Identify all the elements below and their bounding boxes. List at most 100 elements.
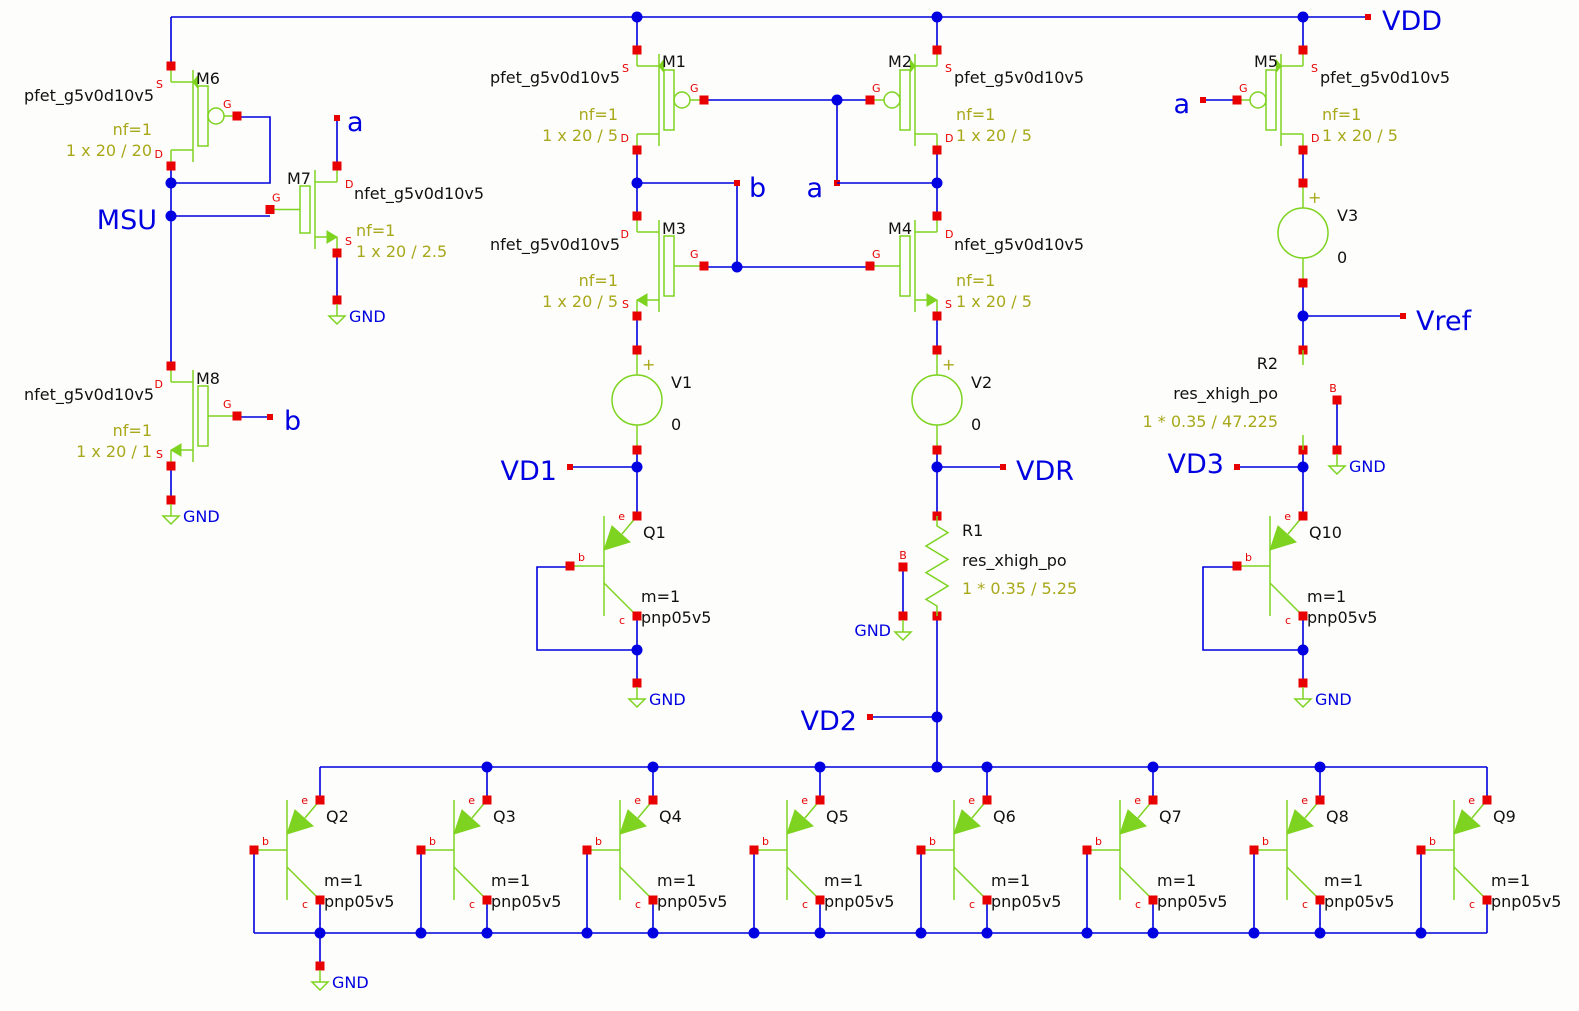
pin-marker[interactable] <box>482 795 492 805</box>
pin-marker[interactable] <box>166 495 176 505</box>
pin-marker[interactable] <box>166 461 176 471</box>
pin-marker[interactable] <box>865 95 875 105</box>
pin-marker[interactable] <box>315 961 325 971</box>
pin-marker[interactable] <box>632 678 642 688</box>
pin-marker[interactable] <box>332 295 342 305</box>
pin-marker[interactable] <box>1234 464 1240 470</box>
pin-marker[interactable] <box>749 845 759 855</box>
pin-marker[interactable] <box>232 111 242 121</box>
pin-marker[interactable] <box>249 845 259 855</box>
pin-marker[interactable] <box>565 561 575 571</box>
pin-marker[interactable] <box>734 180 740 186</box>
pin-marker[interactable] <box>632 511 642 521</box>
pin-marker[interactable] <box>932 345 942 355</box>
pin-marker[interactable] <box>982 895 992 905</box>
pin-marker[interactable] <box>1365 14 1371 20</box>
pin-marker[interactable] <box>898 611 908 621</box>
pin-marker[interactable] <box>582 845 592 855</box>
pin-marker[interactable] <box>815 895 825 905</box>
wire[interactable] <box>171 116 271 184</box>
pin-marker[interactable] <box>332 248 342 258</box>
pin-marker[interactable] <box>1148 895 1158 905</box>
pin-marker[interactable] <box>898 562 908 572</box>
wire[interactable] <box>637 182 738 267</box>
pin-marker[interactable] <box>648 795 658 805</box>
pin-marker[interactable] <box>932 311 942 321</box>
pin-marker[interactable] <box>1315 895 1325 905</box>
pin-marker[interactable] <box>1200 97 1206 103</box>
pin-marker[interactable] <box>482 895 492 905</box>
pin-marker[interactable] <box>916 845 926 855</box>
pin-marker[interactable] <box>315 795 325 805</box>
pin-marker[interactable] <box>1400 313 1406 319</box>
wire[interactable] <box>536 566 637 651</box>
pin-marker[interactable] <box>648 895 658 905</box>
pin-marker[interactable] <box>932 211 942 221</box>
pin-marker[interactable] <box>166 161 176 171</box>
pin-marker[interactable] <box>1332 395 1342 405</box>
pin-marker[interactable] <box>867 714 873 720</box>
pin-marker[interactable] <box>1315 795 1325 805</box>
voltage-source-v1[interactable]: +V10 <box>611 345 692 455</box>
pin-marker[interactable] <box>265 205 275 214</box>
pin-marker[interactable] <box>632 45 642 55</box>
pin-marker[interactable] <box>1000 464 1006 470</box>
pin-marker[interactable] <box>1416 845 1426 855</box>
pin-marker[interactable] <box>982 795 992 805</box>
pin-marker[interactable] <box>1148 795 1158 805</box>
pin-marker[interactable] <box>1298 278 1308 288</box>
pin-marker[interactable] <box>632 611 642 621</box>
pin-marker[interactable] <box>1298 178 1308 188</box>
pin-marker[interactable] <box>232 411 242 421</box>
pin-marker[interactable] <box>334 115 340 121</box>
pin-marker[interactable] <box>865 261 875 271</box>
pin-marker[interactable] <box>632 345 642 355</box>
pin-marker[interactable] <box>166 361 176 371</box>
pin-marker[interactable] <box>1482 895 1492 905</box>
wires[interactable] <box>165 11 1488 967</box>
voltage-source-v2[interactable]: +V20 <box>911 345 992 455</box>
pin-marker[interactable] <box>1332 445 1342 455</box>
pin-marker[interactable] <box>1232 95 1242 105</box>
pin-marker[interactable] <box>267 414 273 420</box>
pin-marker[interactable] <box>632 311 642 321</box>
pin-marker[interactable] <box>332 161 342 171</box>
pin-marker[interactable] <box>315 895 325 905</box>
pin-marker[interactable] <box>1082 845 1092 855</box>
pin-marker[interactable] <box>1232 561 1242 571</box>
pin-marker[interactable] <box>416 845 426 855</box>
pin-marker[interactable] <box>815 795 825 805</box>
pin-marker[interactable] <box>632 211 642 221</box>
pin-marker[interactable] <box>1298 145 1308 155</box>
pin-marker[interactable] <box>1298 678 1308 688</box>
pin-marker[interactable] <box>932 445 942 455</box>
pin-marker[interactable] <box>166 61 176 71</box>
voltage-source-v3[interactable]: +V30 <box>1277 178 1358 288</box>
pin-marker[interactable] <box>1249 845 1259 855</box>
wire[interactable] <box>1202 566 1303 651</box>
pin-marker[interactable] <box>932 145 942 155</box>
pin-marker[interactable] <box>1298 45 1308 55</box>
pin-marker[interactable] <box>632 445 642 455</box>
pin-marker[interactable] <box>567 464 573 470</box>
